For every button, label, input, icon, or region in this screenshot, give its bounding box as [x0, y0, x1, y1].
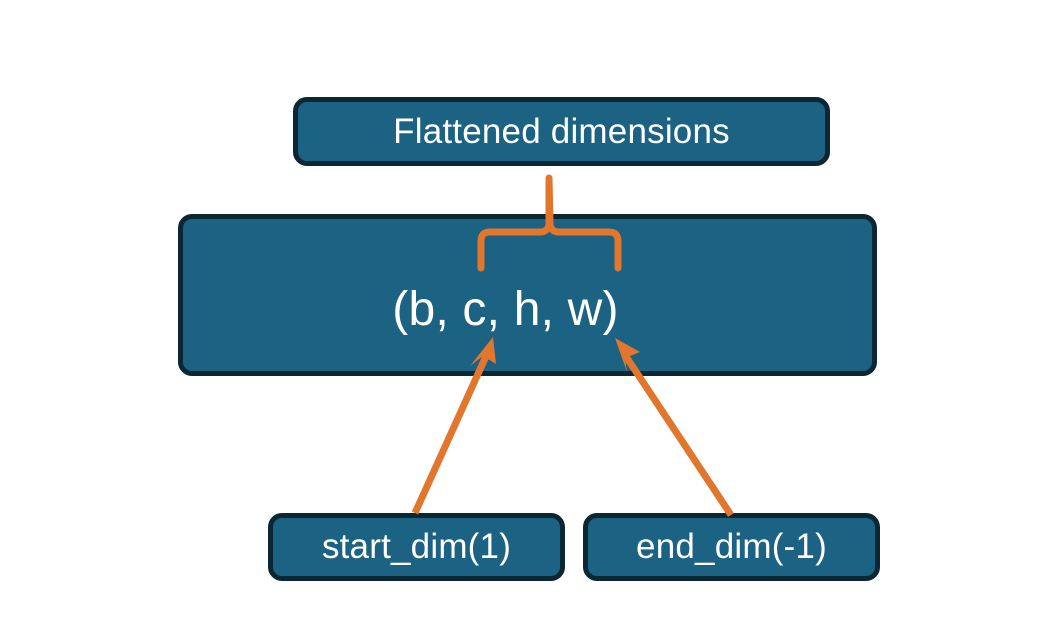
start-dim-label: start_dim(1): [321, 527, 512, 566]
start-dim-arrow-shaft: [411, 352, 491, 515]
tensor-shape-box: (b, c, h, w): [178, 214, 877, 376]
end-dim-label: end_dim(-1): [636, 527, 827, 566]
end-dim-arrow-shaft: [622, 353, 734, 517]
tensor-shape-label: (b, c, h, w): [392, 282, 619, 336]
start-dim-box: start_dim(1): [268, 513, 565, 581]
flattened-dimensions-label: Flattened dimensions: [393, 111, 730, 151]
flattened-dimensions-box: Flattened dimensions: [293, 97, 830, 166]
end-dim-box: end_dim(-1): [583, 513, 880, 581]
